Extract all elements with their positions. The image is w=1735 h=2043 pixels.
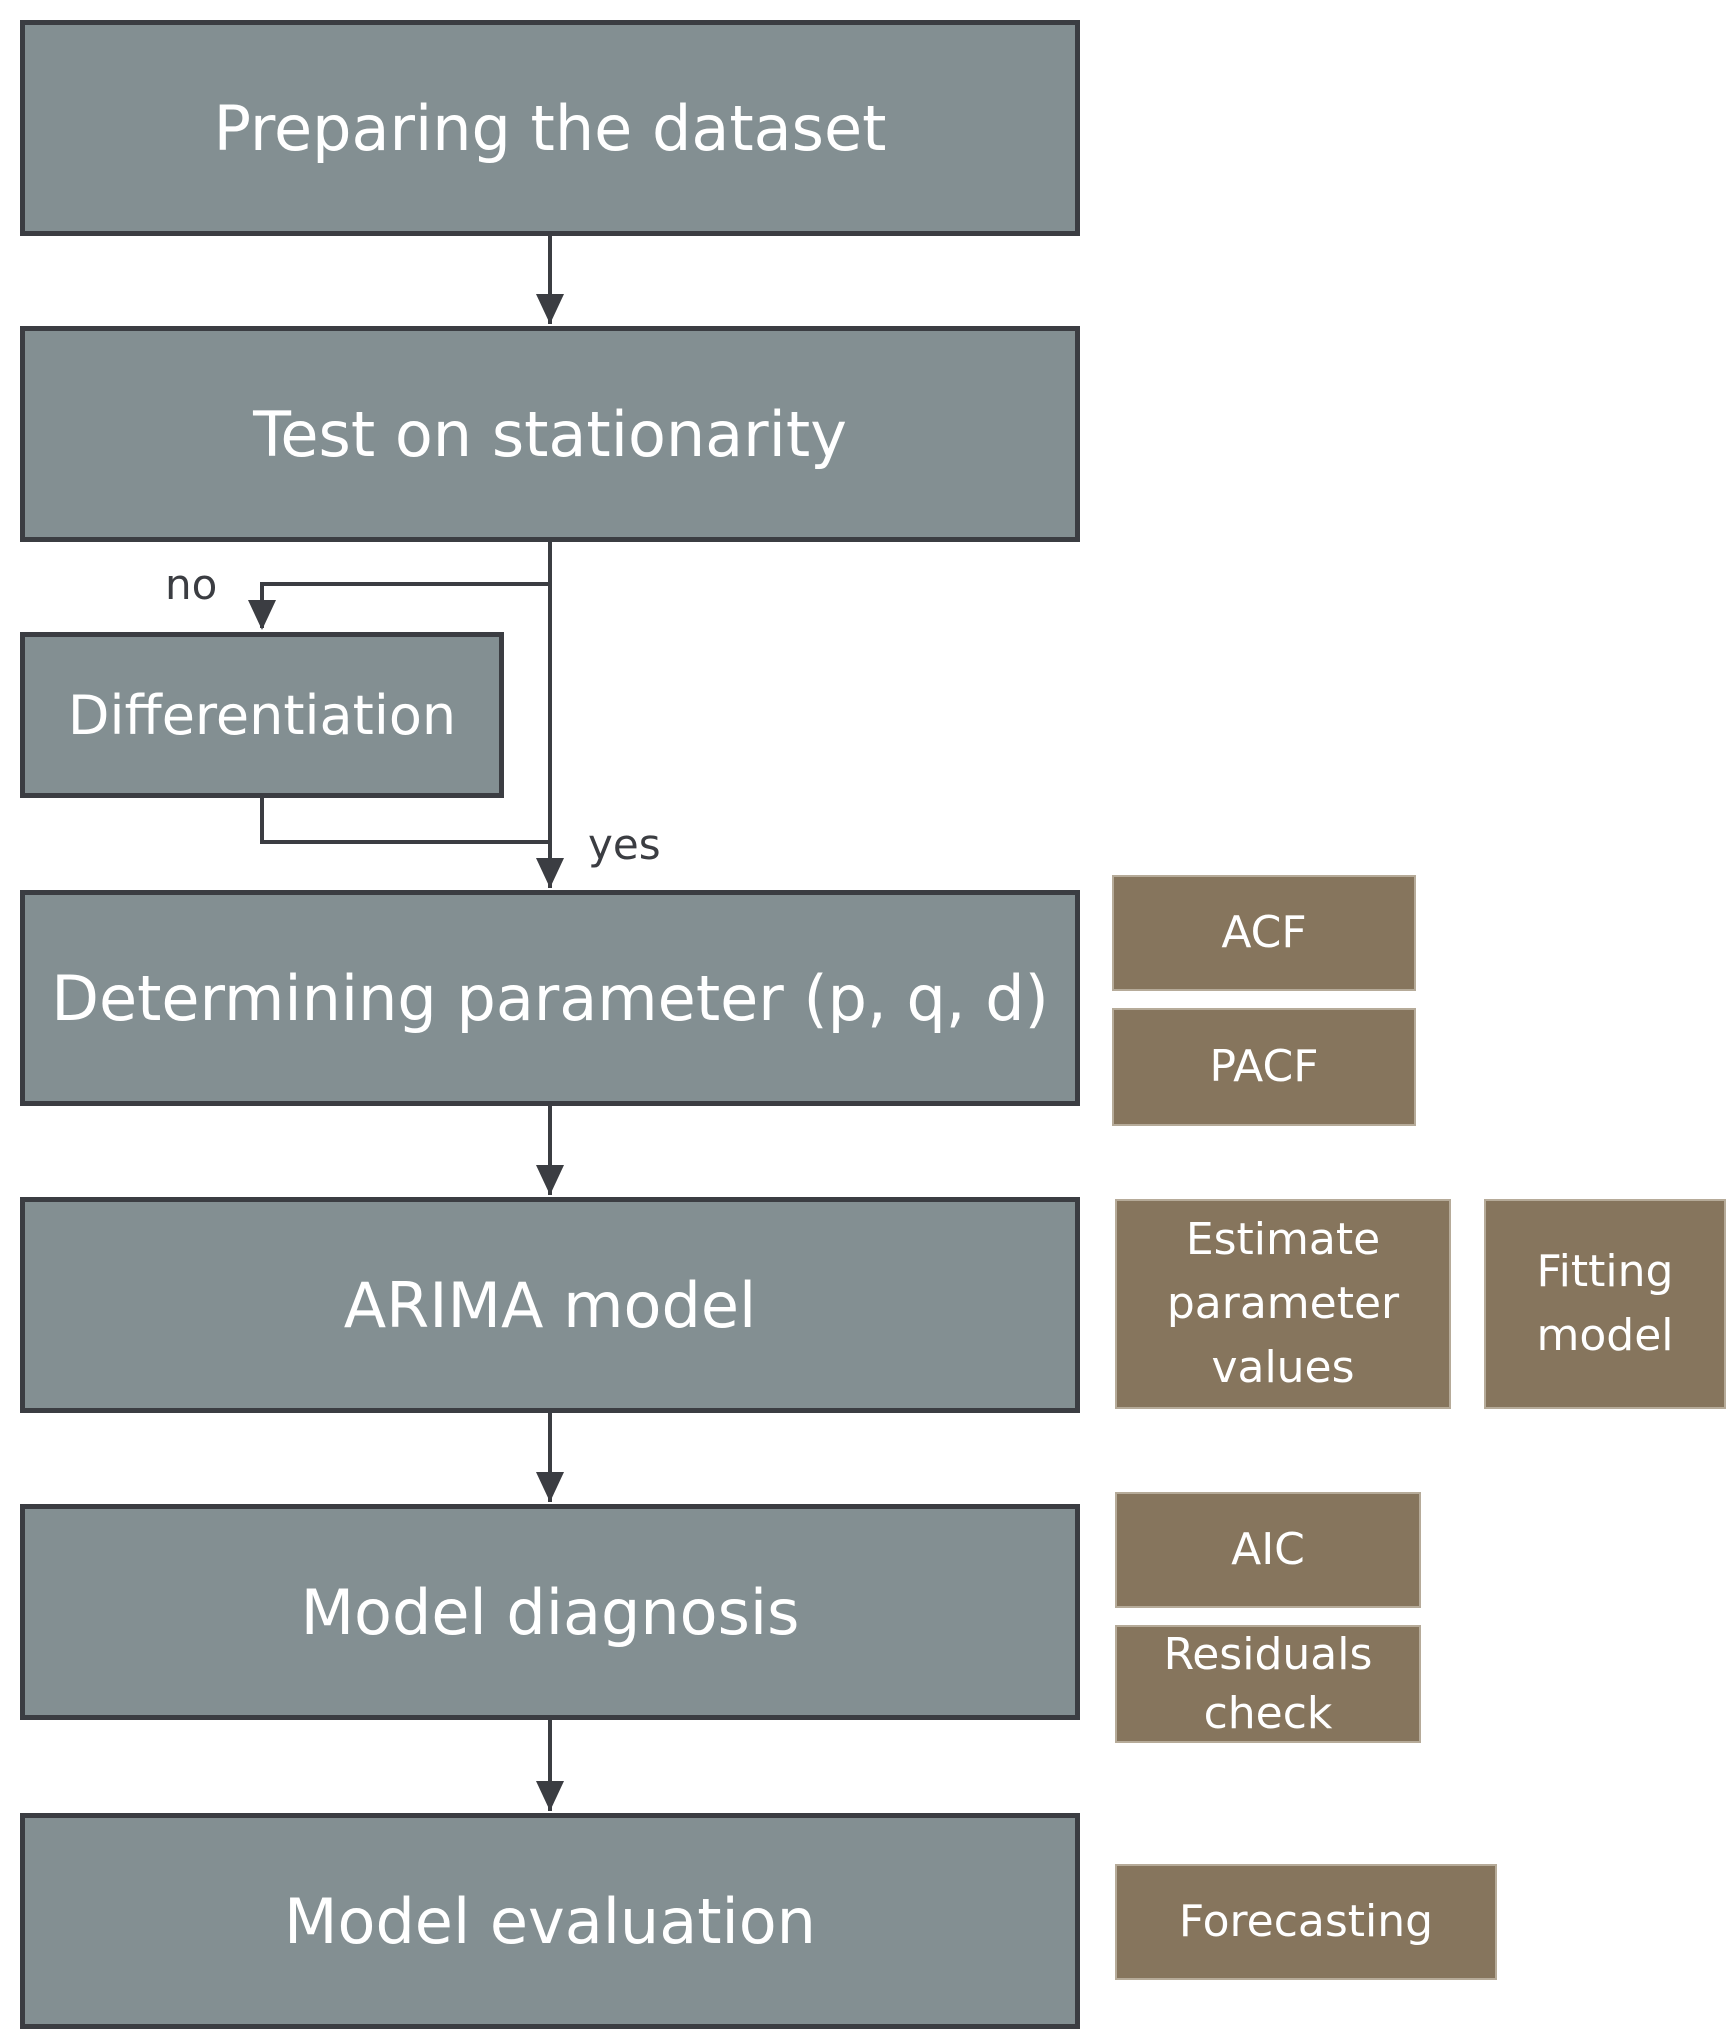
arrowhead-yes-to-parameters	[536, 858, 564, 888]
connector-no-branch	[260, 582, 550, 628]
note-forecasting: Forecasting	[1115, 1864, 1497, 1980]
step-determining-parameter-label: Determining parameter (p, q, d)	[51, 961, 1049, 1035]
note-aic: AIC	[1115, 1492, 1421, 1608]
step-test-stationarity-label: Test on stationarity	[253, 397, 847, 471]
note-residuals-check: Residuals check	[1115, 1625, 1421, 1743]
note-pacf: PACF	[1112, 1008, 1416, 1126]
edge-label-no: no	[165, 560, 218, 609]
note-acf-label: ACF	[1221, 907, 1307, 959]
note-pacf-label: PACF	[1209, 1041, 1319, 1093]
arrowhead-arima-to-diagnosis	[536, 1472, 564, 1502]
note-fitting-model: Fitting model	[1484, 1199, 1726, 1409]
step-determining-parameter: Determining parameter (p, q, d)	[20, 890, 1080, 1106]
note-aic-label: AIC	[1231, 1524, 1305, 1576]
connector-differentiation-return	[260, 798, 550, 844]
note-forecasting-label: Forecasting	[1178, 1896, 1434, 1948]
step-model-diagnosis-label: Model diagnosis	[300, 1575, 800, 1649]
arrowhead-parameters-to-arima	[536, 1165, 564, 1195]
edge-label-yes: yes	[588, 820, 661, 869]
step-prepare-dataset-label: Preparing the dataset	[213, 91, 887, 165]
note-estimate-parameter-values: Estimate parameter values	[1115, 1199, 1451, 1409]
step-model-evaluation-label: Model evaluation	[284, 1884, 816, 1958]
arrowhead-prepare-to-stationarity	[536, 294, 564, 324]
note-fitting-model-label: Fitting model	[1536, 1246, 1674, 1361]
note-residuals-check-label: Residuals check	[1163, 1628, 1373, 1739]
step-model-evaluation: Model evaluation	[20, 1813, 1080, 2029]
step-arima-model-label: ARIMA model	[343, 1268, 757, 1342]
step-differentiation: Differentiation	[20, 632, 504, 798]
step-test-stationarity: Test on stationarity	[20, 326, 1080, 542]
note-acf: ACF	[1112, 875, 1416, 991]
step-arima-model: ARIMA model	[20, 1197, 1080, 1413]
arrowhead-no-to-differentiation	[248, 600, 276, 630]
note-estimate-parameter-values-label: Estimate parameter values	[1166, 1214, 1400, 1393]
step-prepare-dataset: Preparing the dataset	[20, 20, 1080, 236]
arrowhead-diagnosis-to-evaluation	[536, 1781, 564, 1811]
step-differentiation-label: Differentiation	[67, 683, 457, 747]
step-model-diagnosis: Model diagnosis	[20, 1504, 1080, 1720]
